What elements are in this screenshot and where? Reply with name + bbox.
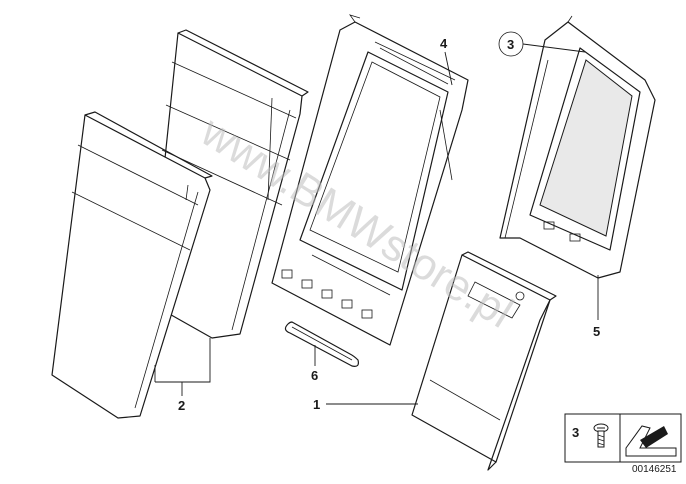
callout-4: 4 bbox=[440, 36, 448, 51]
callout-1: 1 bbox=[313, 397, 320, 412]
callout-3-circle bbox=[498, 31, 524, 57]
callout-5: 5 bbox=[593, 324, 600, 339]
arrow-icon bbox=[625, 425, 677, 457]
callout-6: 6 bbox=[311, 368, 318, 383]
cushion-pad-front bbox=[51, 111, 213, 419]
legend-item-number: 3 bbox=[572, 425, 579, 440]
callout-3: 3 bbox=[507, 37, 514, 52]
strip-part-6 bbox=[284, 321, 359, 367]
screw-icon bbox=[593, 423, 609, 448]
leader-lines bbox=[154, 43, 599, 405]
frame-part-4 bbox=[271, 14, 469, 346]
legend-box: 3 bbox=[564, 413, 682, 463]
callout-2: 2 bbox=[178, 398, 185, 413]
cover-part-1 bbox=[411, 251, 557, 471]
frame-part-5 bbox=[499, 15, 656, 279]
diagram-code: 00146251 bbox=[632, 464, 677, 475]
